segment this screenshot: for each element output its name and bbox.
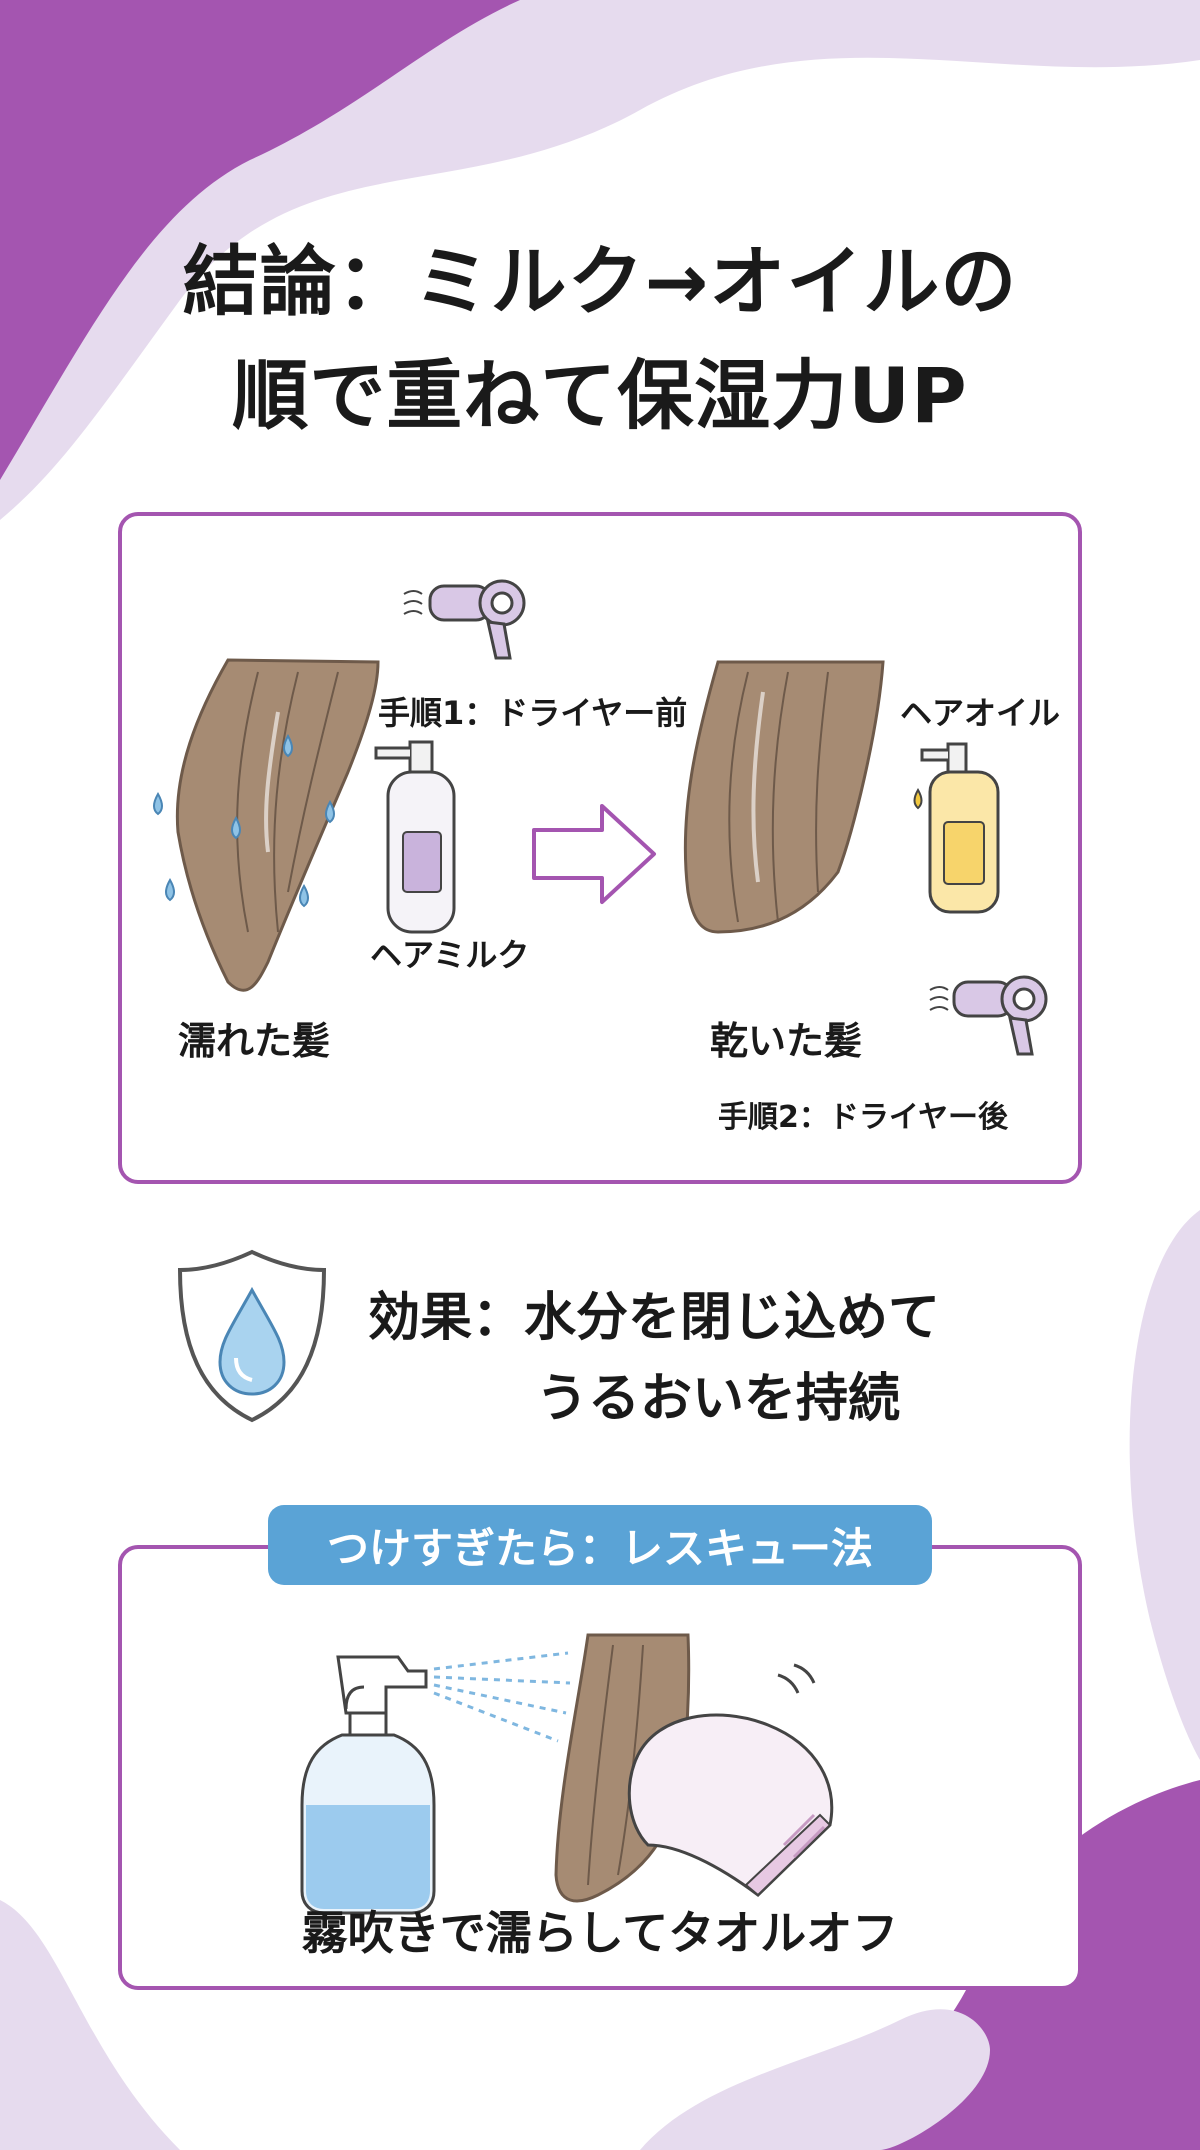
rescue-tag: つけすぎたら：レスキュー法 (268, 1505, 932, 1585)
water-shield-icon (177, 1249, 327, 1423)
milk-bottle-icon (374, 740, 456, 934)
spray-bottle-icon (300, 1655, 436, 1915)
steps-illustration (153, 579, 1048, 1056)
effect-line2: うるおいを持続 (536, 1368, 901, 1429)
water-drops (153, 733, 335, 908)
hair-dryer-icon (929, 975, 1048, 1056)
effect-line1: 効果：水分を閉じ込めて (368, 1288, 941, 1348)
hair-oil-label: ヘアオイル (900, 694, 1061, 732)
spray-mist (433, 1651, 571, 1743)
towel-icon (627, 1663, 834, 1897)
arrow-right-icon (532, 804, 656, 904)
rescue-caption: 霧吹きで濡らしてタオルオフ (301, 1906, 899, 1960)
effect-text: 効果：水分を閉じ込めて うるおいを持続 (368, 1278, 940, 1439)
wet-hair-illustration (175, 658, 380, 992)
page-title-line2: 順で重ねて保湿力UP (232, 351, 968, 440)
dry-hair-illustration (683, 660, 885, 934)
rescue-illustration (300, 1633, 834, 1915)
wet-hair-label: 濡れた髪 (178, 1019, 331, 1063)
hair-milk-label: ヘアミルク (370, 936, 530, 974)
page-title-line1: 結論：ミルク→オイルの (182, 237, 1018, 326)
dry-hair-label: 乾いた髪 (710, 1019, 863, 1063)
hair-dryer-icon (403, 579, 526, 660)
step2-label: 手順2：ドライヤー後 (718, 1100, 1008, 1135)
oil-bottle-icon (913, 742, 1000, 914)
step1-label: 手順1：ドライヤー前 (378, 694, 688, 732)
